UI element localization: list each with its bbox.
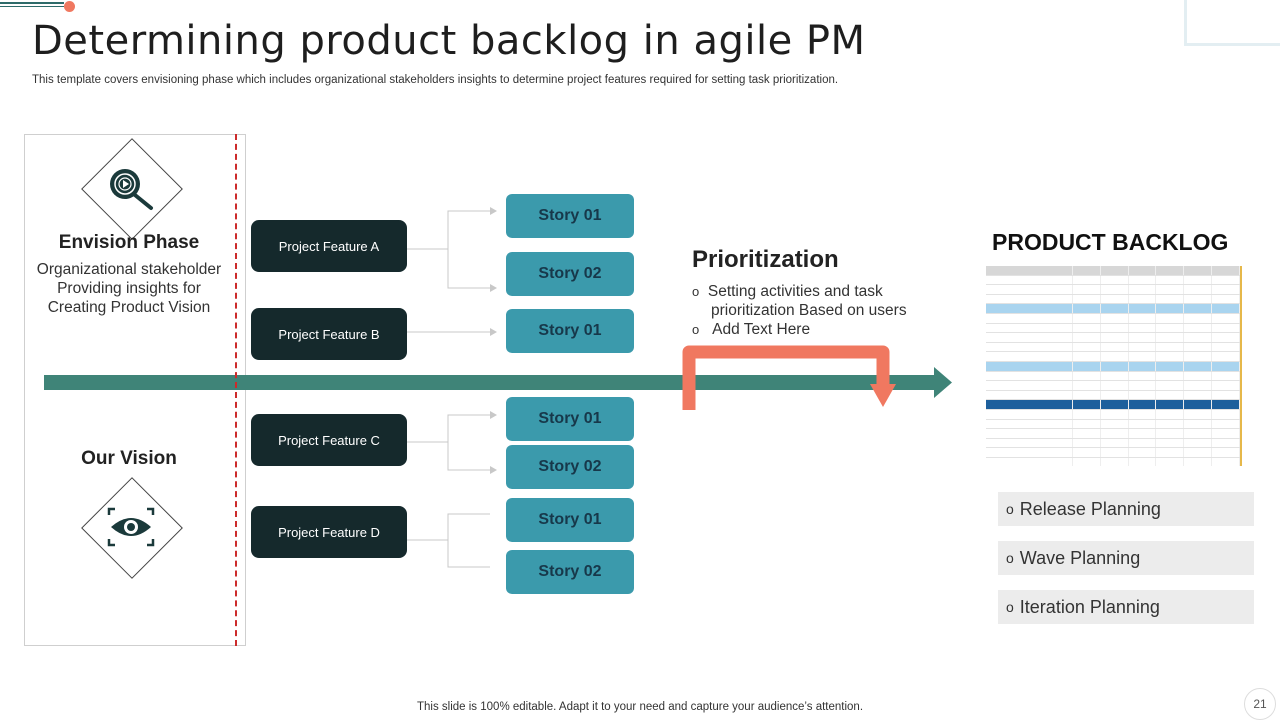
envision-line-3: Creating Product Vision (47, 299, 211, 316)
prioritization-bracket-arrow (682, 345, 896, 410)
target-search-icon (110, 169, 153, 210)
top-decor (0, 0, 75, 12)
page-number: 21 (1244, 688, 1276, 720)
eye-focus-icon (107, 507, 155, 547)
vision-diamond (81, 477, 183, 579)
vision-heading: Our Vision (81, 448, 177, 469)
divider-dashed-line (235, 134, 237, 646)
page-title: Determining product backlog in agile PM (32, 18, 866, 64)
story-box: Story 02 (506, 252, 634, 296)
top-right-decor (1184, 0, 1280, 46)
feature-b-box: Project Feature B (251, 308, 407, 360)
feature-c-box: Project Feature C (251, 414, 407, 466)
prioritization-item: o Add Text Here (692, 321, 811, 338)
product-backlog-title: PRODUCT BACKLOG (992, 229, 1229, 255)
feature-d-box: Project Feature D (251, 506, 407, 558)
envision-description: Organizational stakeholder Providing ins… (18, 260, 240, 317)
footer-note: This slide is 100% editable. Adapt it to… (416, 701, 864, 713)
story-box: Story 01 (506, 194, 634, 238)
envision-diamond (81, 138, 183, 240)
feature-connectors (407, 207, 497, 568)
prioritization-item: o Setting activities and task (692, 283, 883, 300)
prioritization-item-continued: prioritization Based on users (711, 302, 907, 319)
story-box: Story 01 (506, 309, 634, 353)
backlog-spreadsheet-image (986, 266, 1242, 466)
story-box: Story 02 (506, 550, 634, 594)
story-box: Story 01 (506, 498, 634, 542)
feature-a-box: Project Feature A (251, 220, 407, 272)
prioritization-list: o Setting activities and task prioritiza… (692, 282, 907, 339)
story-box: Story 01 (506, 397, 634, 441)
prioritization-title: Prioritization (692, 246, 839, 273)
envision-line-2: Providing insights for (57, 280, 201, 297)
envision-heading: Envision Phase (58, 232, 200, 253)
main-arrow (44, 367, 952, 398)
envision-line-1: Organizational stakeholder (36, 261, 222, 278)
story-box: Story 02 (506, 445, 634, 489)
page-subtitle: This template covers envisioning phase w… (32, 74, 839, 86)
